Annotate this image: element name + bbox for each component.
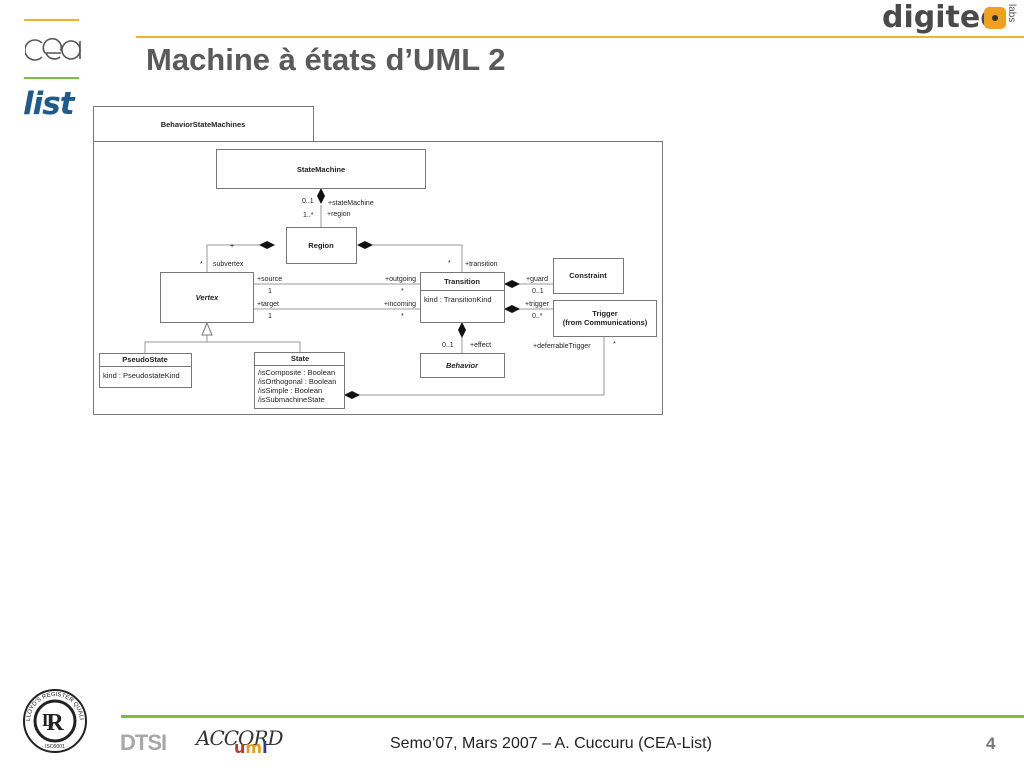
header-rule-yellow-left xyxy=(24,19,79,21)
class-pseudostate[interactable] xyxy=(99,353,192,388)
diamond-state xyxy=(344,391,360,399)
label-effect-role: +effect xyxy=(470,342,491,349)
class-statemachine-name: StateMachine xyxy=(297,165,345,174)
svg-text:R: R xyxy=(46,710,64,736)
digiteo-logo: digiteo xyxy=(882,0,1001,35)
class-pseudostate-name: PseudoState xyxy=(122,355,167,364)
class-trigger[interactable] xyxy=(553,300,657,337)
diamond-transition-guard xyxy=(504,280,520,288)
diamond-region-left xyxy=(259,241,275,249)
slide-title: Machine à états d’UML 2 xyxy=(146,42,506,77)
label-deferrable-role: +deferrableTrigger xyxy=(533,343,591,350)
label-subvertex-mult: * xyxy=(200,261,203,268)
accord-logo: ACCORD xyxy=(196,726,284,750)
diamond-transition-trigger xyxy=(504,305,520,313)
header-rule-yellow xyxy=(136,36,1024,38)
label-outgoing-mult: * xyxy=(401,288,404,295)
lrqa-iso9001-logo: R L LLOYD'S REGISTER QUALITY ASSURANCE ·… xyxy=(22,688,87,753)
class-statemachine[interactable] xyxy=(216,149,426,189)
region-transition-line xyxy=(367,244,463,273)
label-region-role: +region xyxy=(327,211,351,218)
class-state-name: State xyxy=(291,354,309,363)
label-sm-role: +stateMachine xyxy=(328,200,374,207)
diamond-transition-effect xyxy=(458,322,466,338)
label-outgoing-role: +outgoing xyxy=(385,276,416,283)
label-deferrable-mult: * xyxy=(613,341,616,348)
footer-rule-green xyxy=(121,715,1024,718)
class-constraint[interactable] xyxy=(553,258,624,294)
cea-logo xyxy=(25,37,81,61)
header-rule-green-left xyxy=(24,77,79,79)
dtsi-logo: DTSI xyxy=(120,730,167,755)
digiteo-logo-mark xyxy=(984,7,1006,29)
label-sm-mult: 0..1 xyxy=(302,198,314,205)
label-guard-role: +guard xyxy=(526,276,548,283)
class-transition[interactable] xyxy=(420,272,505,323)
accord-uml-logo: uml xyxy=(234,738,268,757)
class-constraint-name: Constraint xyxy=(569,271,607,280)
class-trigger-name: Trigger xyxy=(592,309,618,318)
diamond-region-right xyxy=(357,241,373,249)
label-transition-role: +transition xyxy=(465,261,498,268)
class-vertex[interactable] xyxy=(160,272,254,323)
composition-diamonds xyxy=(259,188,520,399)
page-number: 4 xyxy=(986,734,996,753)
label-target-mult: 1 xyxy=(268,313,272,320)
label-incoming-mult: * xyxy=(401,313,404,320)
transition-attr: kind : TransitionKind xyxy=(424,295,492,304)
class-behavior[interactable] xyxy=(420,353,505,378)
generalization-branches xyxy=(144,341,301,353)
state-deferrable-line xyxy=(356,337,605,396)
footer-text: Semo’07, Mars 2007 – A. Cuccuru (CEA-Lis… xyxy=(390,735,712,752)
label-incoming-role: +incoming xyxy=(384,301,416,308)
region-vertex-line xyxy=(206,244,275,272)
label-region-mult: 1..* xyxy=(303,212,314,219)
label-effect-mult: 0..1 xyxy=(442,342,454,349)
label-target-role: +target xyxy=(257,301,279,308)
class-trigger-subtitle: (from Communications) xyxy=(563,318,648,327)
diamond-sm xyxy=(317,188,325,204)
pseudostate-attr: kind : PseudostateKind xyxy=(103,371,180,380)
class-region[interactable] xyxy=(286,227,357,264)
class-region-name: Region xyxy=(308,241,334,250)
class-behavior-name: Behavior xyxy=(446,361,479,370)
state-attr-2: /isOrthogonal : Boolean xyxy=(258,377,336,386)
label-source-mult: 1 xyxy=(268,288,272,295)
state-attr-4: /isSubmachineState xyxy=(258,395,325,404)
state-attr-3: /isSimple : Boolean xyxy=(258,386,322,395)
class-state[interactable] xyxy=(254,352,345,409)
generalization-arrow xyxy=(201,321,213,336)
list-logo: list xyxy=(23,86,75,122)
label-transition-mult: * xyxy=(448,260,451,267)
package-name: BehaviorStateMachines xyxy=(161,120,246,129)
svg-text:L: L xyxy=(42,710,54,730)
label-region-vertex-plus: + xyxy=(230,243,234,250)
label-trigger-role: +trigger xyxy=(525,301,550,308)
svg-text:· ISO9001 ·: · ISO9001 · xyxy=(42,744,68,750)
label-trigger-mult: 0..* xyxy=(532,313,543,320)
label-guard-mult: 0..1 xyxy=(532,288,544,295)
class-transition-name: Transition xyxy=(444,277,480,286)
label-source-role: +source xyxy=(257,276,282,283)
label-subvertex-role: subvertex xyxy=(213,261,244,268)
state-attr-1: /isComposite : Boolean xyxy=(258,368,335,377)
class-vertex-name: Vertex xyxy=(196,293,219,302)
association-lines xyxy=(144,205,605,396)
